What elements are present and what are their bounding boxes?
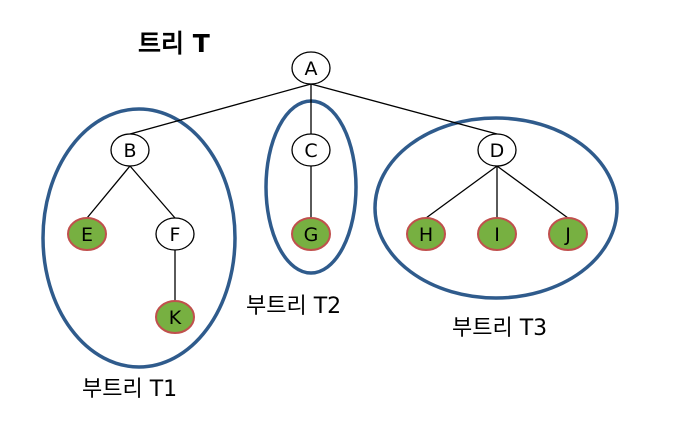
node-j-label: J bbox=[564, 224, 571, 246]
node-f-shape bbox=[155, 217, 195, 251]
node-g-shape bbox=[291, 217, 331, 251]
subtree-ring-t3 bbox=[373, 116, 619, 300]
edges bbox=[86, 83, 569, 301]
node-f-label: F bbox=[170, 224, 181, 246]
node-g-label: G bbox=[304, 224, 319, 246]
edge-a-b bbox=[129, 83, 312, 135]
subtree-label-t3: 부트리 T3 bbox=[452, 316, 547, 341]
node-h-shape bbox=[406, 217, 446, 251]
node-c-shape bbox=[291, 133, 331, 167]
subtree-ring-t1 bbox=[41, 107, 237, 369]
edge-b-e bbox=[86, 165, 131, 219]
node-i-shape bbox=[477, 217, 517, 251]
node-j: J bbox=[548, 217, 588, 251]
diagram-title: 트리 T bbox=[138, 29, 210, 58]
node-j-shape bbox=[548, 217, 588, 251]
node-k: K bbox=[155, 300, 195, 334]
node-e-label: E bbox=[81, 224, 93, 246]
edge-b-f bbox=[129, 165, 176, 219]
node-k-label: K bbox=[169, 307, 182, 329]
node-b-label: B bbox=[123, 140, 136, 162]
node-c: C bbox=[291, 133, 331, 167]
edge-d-h bbox=[425, 165, 498, 219]
node-h: H bbox=[406, 217, 446, 251]
node-b-shape bbox=[110, 133, 150, 167]
node-i-label: I bbox=[494, 224, 500, 246]
node-a-shape bbox=[291, 51, 331, 85]
node-h-label: H bbox=[419, 224, 433, 246]
node-a-label: A bbox=[305, 58, 318, 80]
edge-a-d bbox=[310, 83, 498, 135]
node-d-label: D bbox=[490, 140, 505, 162]
node-i: I bbox=[477, 217, 517, 251]
node-g: G bbox=[291, 217, 331, 251]
node-d-shape bbox=[477, 133, 517, 167]
node-b: B bbox=[110, 133, 150, 167]
subtree-label-t2: 부트리 T2 bbox=[246, 294, 341, 319]
node-e: E bbox=[67, 217, 107, 251]
node-a: A bbox=[291, 51, 331, 85]
node-f: F bbox=[155, 217, 195, 251]
nodes: A B C D E F G H bbox=[67, 51, 588, 334]
node-d: D bbox=[477, 133, 517, 167]
node-c-label: C bbox=[304, 140, 317, 162]
edge-d-j bbox=[496, 165, 569, 219]
subtree-label-t1: 부트리 T1 bbox=[82, 377, 177, 402]
node-k-shape bbox=[155, 300, 195, 334]
node-e-shape bbox=[67, 217, 107, 251]
